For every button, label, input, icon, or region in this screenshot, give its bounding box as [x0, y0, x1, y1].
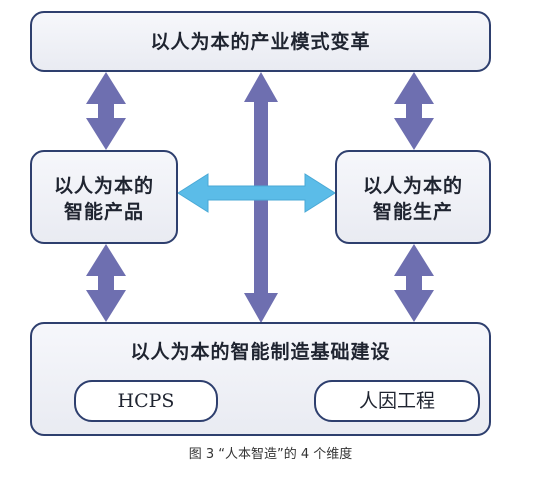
left-box-line1: 以人为本的: [53, 175, 154, 197]
left-box-smart-products: 以人为本的 智能产品: [30, 150, 178, 244]
top-box-industry-model-reform: 以人为本的产业模式变革: [30, 11, 491, 72]
left-box-line2: 智能产品: [63, 201, 144, 223]
top-box-label: 以人为本的产业模式变革: [150, 31, 371, 53]
figure-caption: 图 3 “人本智造”的 4 个维度: [188, 447, 353, 462]
right-box-line1: 以人为本的: [362, 175, 463, 197]
arrow-bottom-right-vertical: [394, 244, 434, 322]
bottom-box-infrastructure: 以人为本的智能制造基础建设 HCPS 人因工程: [30, 322, 491, 436]
arrow-top-left-vertical: [86, 72, 126, 150]
arrow-bottom-left-vertical: [86, 244, 126, 322]
pill-hcps: HCPS: [74, 380, 218, 422]
arrow-top-right-vertical: [394, 72, 434, 150]
right-box-line2: 智能生产: [372, 201, 453, 223]
right-box-smart-production: 以人为本的 智能生产: [335, 150, 491, 244]
bottom-box-label: 以人为本的智能制造基础建设: [130, 341, 391, 363]
pill-human-factors-engineering: 人因工程: [314, 380, 480, 422]
